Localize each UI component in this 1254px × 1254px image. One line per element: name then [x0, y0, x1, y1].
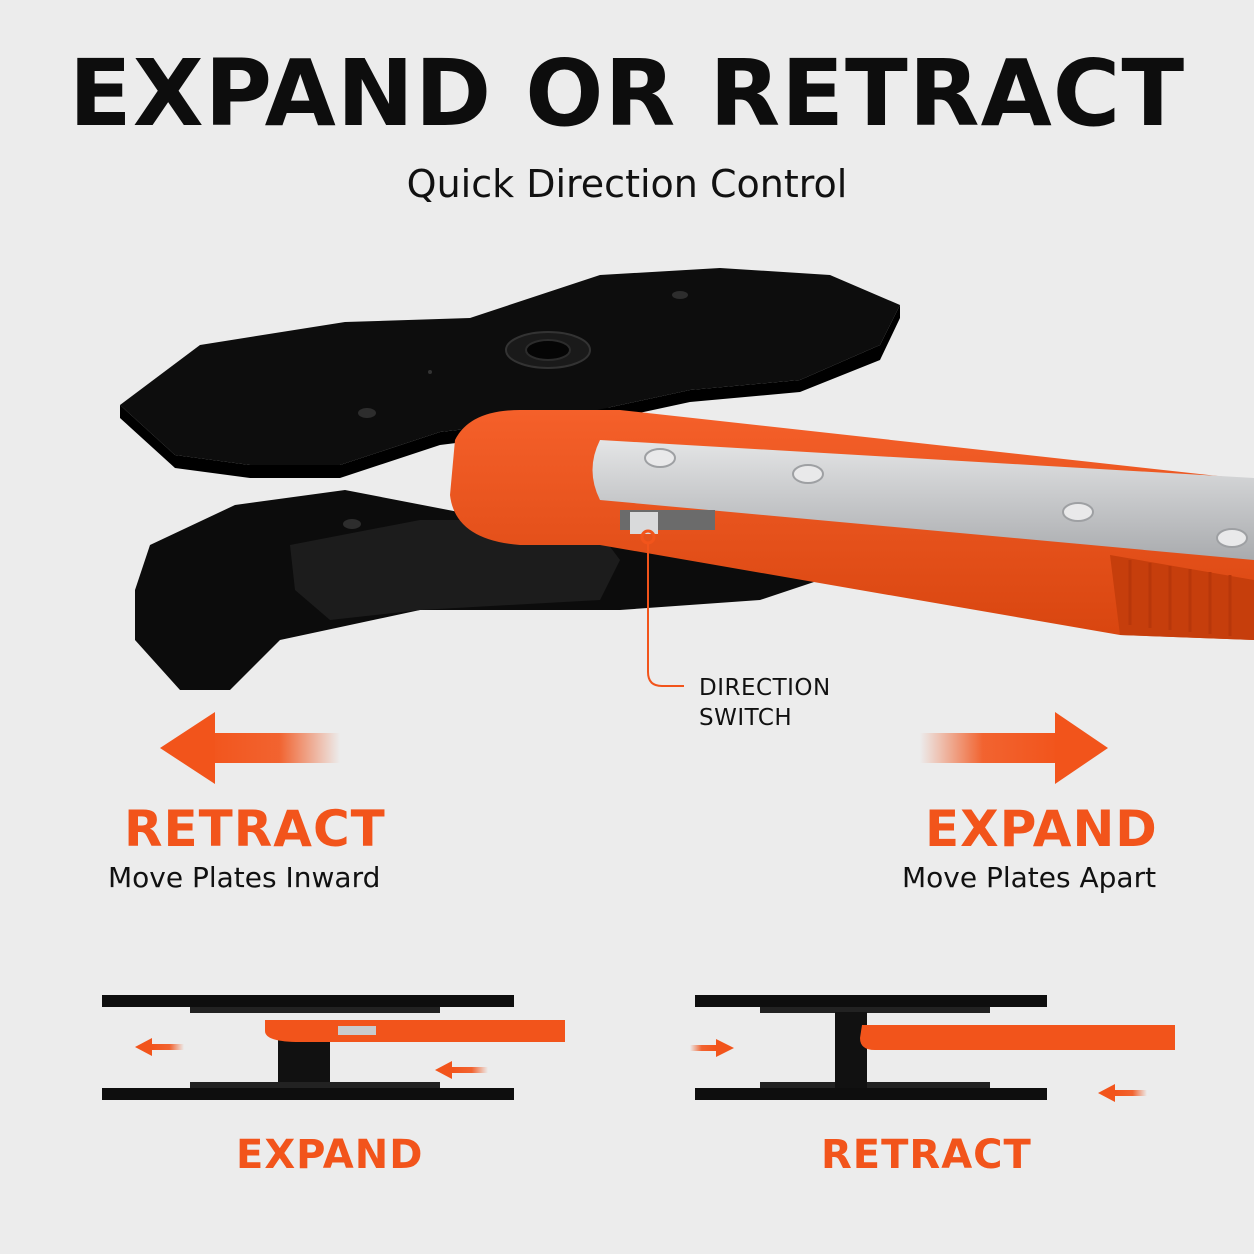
- expand-title: EXPAND: [925, 800, 1158, 858]
- expand-diagram: [102, 995, 565, 1100]
- arrow-right-icon: [920, 712, 1108, 784]
- retract-subtitle: Move Plates Inward: [108, 861, 381, 894]
- retract-diagram: [690, 995, 1175, 1102]
- top-plate: [120, 268, 900, 478]
- callout-line-1: DIRECTION: [699, 675, 831, 701]
- arrow-right-icon: [690, 1039, 734, 1057]
- callout-line-2: SWITCH: [699, 705, 793, 731]
- ratchet-handle: [450, 410, 1254, 640]
- callout-line: [640, 529, 684, 687]
- arrow-left-icon: [135, 1038, 184, 1056]
- direction-switch-label: DIRECTION SWITCH: [699, 673, 831, 733]
- expand-diagram-label: EXPAND: [236, 1132, 424, 1178]
- expand-subtitle: Move Plates Apart: [902, 861, 1157, 894]
- arrow-left-icon: [160, 712, 340, 784]
- arrow-left-icon: [1098, 1084, 1147, 1102]
- headline: EXPAND OR RETRACT: [68, 40, 1186, 147]
- retract-title: RETRACT: [124, 800, 386, 858]
- subheadline: Quick Direction Control: [406, 162, 848, 206]
- retract-diagram-label: RETRACT: [821, 1132, 1032, 1178]
- arrow-left-icon: [435, 1061, 488, 1079]
